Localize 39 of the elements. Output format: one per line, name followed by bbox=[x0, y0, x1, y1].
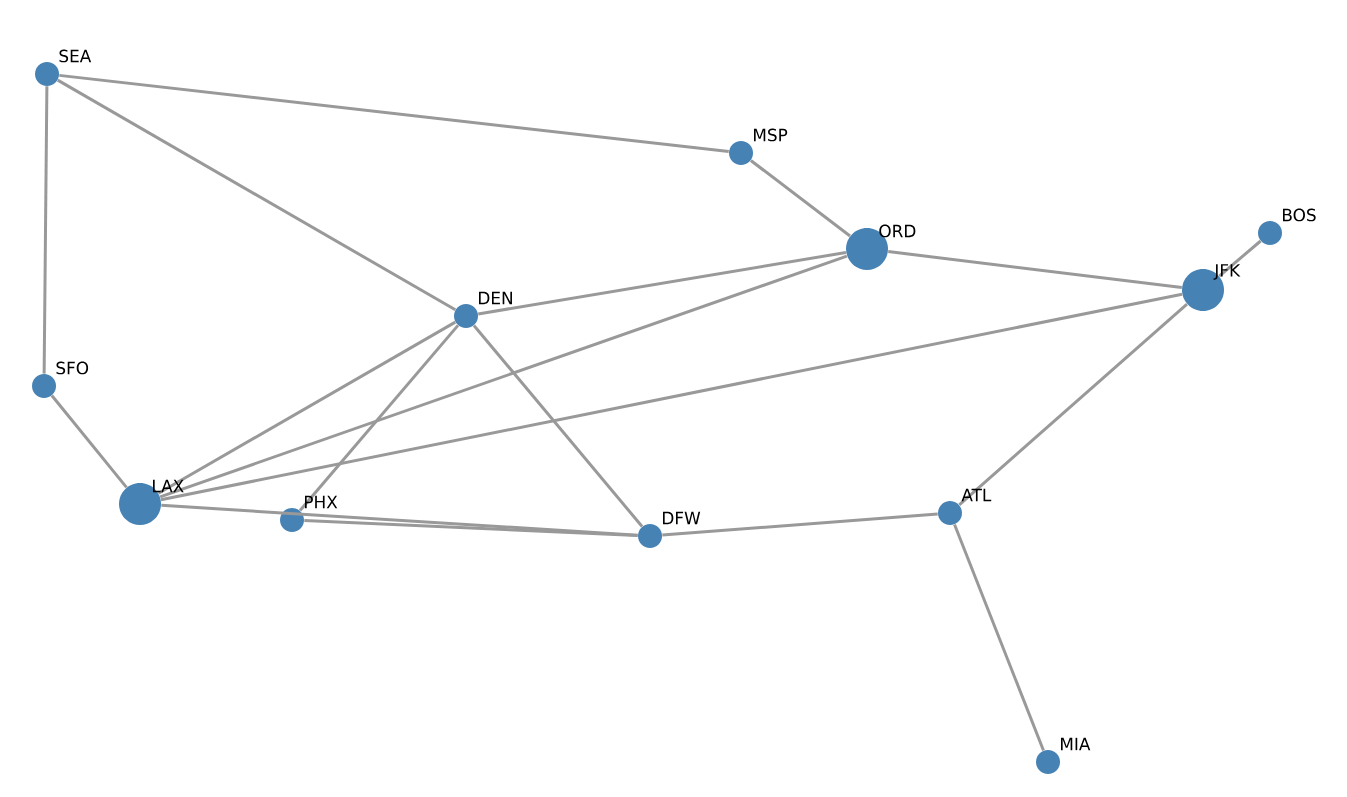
airport-code: DFW bbox=[663, 511, 701, 525]
route-line bbox=[42, 86, 49, 374]
airport-code: ATL bbox=[961, 488, 992, 502]
airport-code: MSP bbox=[754, 128, 788, 142]
route-line bbox=[59, 73, 729, 154]
route-line bbox=[472, 324, 644, 528]
airport-code: SFO bbox=[56, 361, 89, 375]
route-line bbox=[56, 78, 457, 312]
airport-dot bbox=[638, 524, 662, 548]
route-line bbox=[161, 503, 638, 537]
airport-dot bbox=[280, 508, 304, 532]
airport-dot bbox=[454, 304, 478, 328]
airport-code: BOS bbox=[1283, 208, 1316, 222]
route-line bbox=[662, 512, 938, 537]
route-line bbox=[298, 324, 460, 512]
airport-dot bbox=[1036, 750, 1060, 774]
airport-code: DEN bbox=[479, 291, 512, 305]
airport-dot bbox=[1258, 221, 1282, 245]
airport-code: JFK bbox=[1213, 264, 1241, 280]
route-line bbox=[1218, 239, 1262, 278]
airport-dot bbox=[32, 374, 56, 398]
airport-code: LAX bbox=[153, 479, 184, 493]
airport-code: SEA bbox=[59, 49, 92, 63]
route-line bbox=[749, 159, 851, 238]
airport-code: ORD bbox=[879, 224, 916, 238]
airport-code: PHX bbox=[305, 495, 338, 509]
route-line bbox=[160, 292, 1183, 502]
route-line bbox=[157, 320, 457, 495]
route-line bbox=[958, 302, 1188, 506]
route-line bbox=[888, 250, 1182, 289]
airport-code: MIA bbox=[1061, 737, 1091, 751]
airport-dot bbox=[35, 62, 59, 86]
route-line bbox=[477, 251, 847, 316]
route-line bbox=[50, 394, 128, 489]
route-line bbox=[953, 523, 1045, 752]
route-line bbox=[304, 519, 638, 537]
airport-dot bbox=[729, 141, 753, 165]
airport-dot bbox=[938, 501, 962, 525]
route-line bbox=[159, 254, 848, 499]
